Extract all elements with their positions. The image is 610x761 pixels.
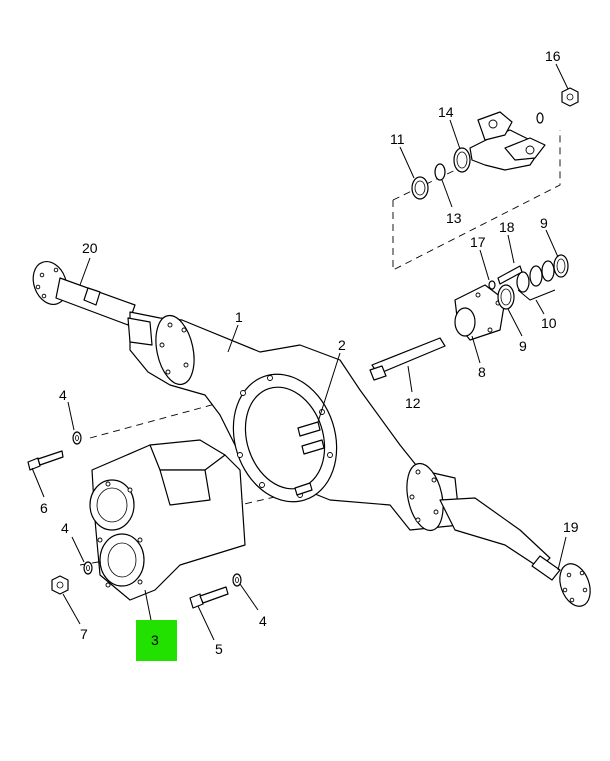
callout-19[interactable]: 19 [563,519,579,535]
yoke-subassembly-dashed-outline [392,130,561,271]
bearing-cone[interactable] [516,260,555,293]
callout-18[interactable]: 18 [499,219,515,235]
yoke-washer[interactable] [536,112,544,124]
ring-13[interactable] [434,163,446,181]
nut-left[interactable] [51,575,69,595]
yoke-nut[interactable] [561,87,579,107]
bolt-bottom[interactable] [189,586,229,609]
left-axle-shaft[interactable] [27,257,136,326]
bearing-cup-lower[interactable] [497,284,515,310]
callout-20[interactable]: 20 [82,240,98,256]
callout-17[interactable]: 17 [470,234,486,250]
callout-13[interactable]: 13 [446,210,462,226]
axle-housing[interactable] [127,311,461,534]
callout-3[interactable]: 3 [151,632,159,648]
cage-lockwasher[interactable] [488,280,496,290]
washer-bottom-right[interactable] [232,573,242,587]
washer-lower-left[interactable] [83,561,93,575]
callout-5[interactable]: 5 [215,641,223,657]
cage-bolt[interactable] [497,265,523,285]
bolt-left[interactable] [27,450,64,471]
differential-carrier[interactable] [89,439,246,601]
leader-lines [31,63,569,641]
carrier-studs[interactable] [294,421,325,496]
callout-6[interactable]: 6 [40,500,48,516]
callout-7[interactable]: 7 [80,626,88,642]
deflector-14[interactable] [453,147,471,173]
callout-2[interactable]: 2 [338,337,346,353]
input-shaft[interactable] [369,337,446,381]
callout-14[interactable]: 14 [438,104,454,120]
callout-4-bottom-right[interactable]: 4 [259,613,267,629]
callout-labels: 1 2 3 4 4 4 5 6 7 8 9 9 10 11 12 13 14 1… [40,48,579,657]
callout-3-highlight[interactable] [136,620,177,661]
callout-12[interactable]: 12 [405,395,421,411]
callout-16[interactable]: 16 [545,48,561,64]
oil-seal-11[interactable] [411,176,429,200]
right-axle-shaft[interactable] [439,497,596,610]
callout-8[interactable]: 8 [478,364,486,380]
callout-1[interactable]: 1 [235,309,243,325]
washer-upper-left[interactable] [72,431,82,445]
callout-4-lower-left[interactable]: 4 [61,520,69,536]
callout-11[interactable]: 11 [390,131,405,147]
end-yoke[interactable] [469,111,546,171]
callout-9-upper[interactable]: 9 [540,215,548,231]
bearing-cup-upper[interactable] [553,254,569,278]
bearing-cage[interactable] [454,284,506,341]
callout-9-lower[interactable]: 9 [519,338,527,354]
callout-10[interactable]: 10 [541,315,557,331]
callout-4-upper-left[interactable]: 4 [59,387,67,403]
